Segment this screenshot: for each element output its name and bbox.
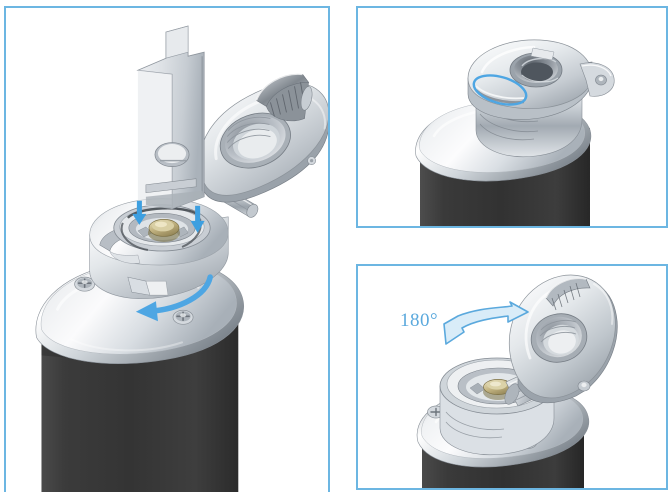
rotation-angle-annotation: 180° [400, 301, 529, 345]
exploded-hinge-illustration [35, 25, 328, 492]
panel-main-canvas [6, 8, 328, 492]
cap-assembly-closed [467, 39, 615, 158]
panel-bottom-canvas: 180° [358, 266, 666, 488]
rotation-angle-label: 180° [400, 310, 438, 331]
panel-top-canvas [358, 8, 666, 226]
phillips-screw-left [74, 276, 96, 292]
phillips-screw-right [172, 309, 194, 325]
down-arrow-right-icon [190, 205, 205, 233]
double-headed-curved-arrow-icon [443, 301, 529, 345]
cap-hinge-pin [577, 380, 591, 392]
blade-oval-hole [154, 142, 190, 168]
plate-side-screw [307, 156, 316, 165]
rotate-arrow-icon [135, 274, 213, 322]
knurled-adjust-screw [255, 73, 313, 122]
annotation-arrows [132, 200, 213, 322]
hinged-cap-open [509, 274, 618, 404]
open-cap-illustration: 180° [400, 274, 618, 488]
panel-open-cap-180-view: 180° [356, 264, 668, 490]
threaded-connector-hole [530, 313, 588, 363]
highlight-ellipse-callout [472, 74, 528, 106]
central-airflow-hole [509, 47, 563, 88]
brass-center-contact [147, 219, 181, 242]
closed-cap-illustration [415, 39, 615, 226]
panel-closed-cap-detail-view [356, 6, 668, 228]
panel-exploded-hinge-view [4, 6, 330, 492]
hinge-lug [579, 62, 615, 97]
knurled-adjust-screw [545, 277, 591, 311]
hinged-cap-plate [199, 73, 328, 203]
threaded-connector-hole [219, 112, 291, 169]
flat-blade-lever [136, 25, 205, 210]
down-arrow-left-icon [132, 200, 147, 225]
